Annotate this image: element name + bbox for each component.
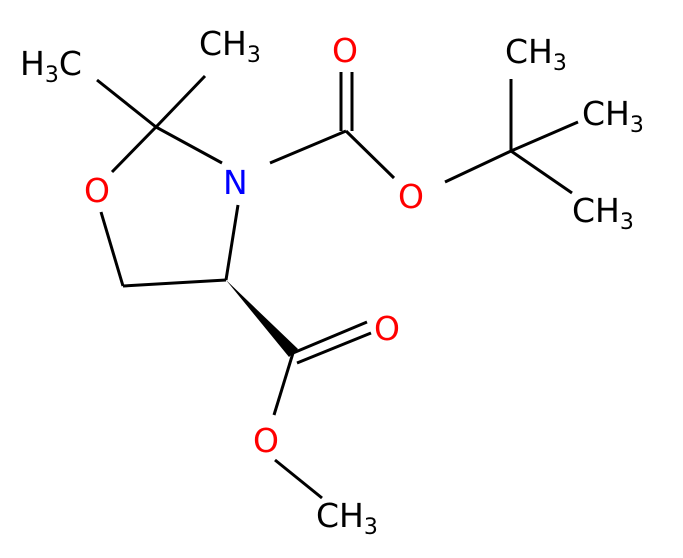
tbu-methyl-top-label: CH3 <box>505 32 567 76</box>
bond-carbamate-c-o <box>344 129 396 180</box>
bond-tbu-mid <box>510 120 579 153</box>
bond-n3-c4 <box>224 204 240 281</box>
atom-o-ester-carbonyl: O <box>374 309 400 348</box>
bond-n3-carbamate-c <box>269 129 347 165</box>
tbu-methyl-low-label: CH3 <box>572 191 634 235</box>
tbu-methyl-mid-label: CH3 <box>582 94 644 138</box>
bond-ester-c-o <box>272 352 295 416</box>
bond-ester-co-a <box>292 320 368 355</box>
ome-methyl-label: CH3 <box>316 496 378 540</box>
atom-n-ring: N <box>223 163 248 202</box>
methyl-left-label: H3C <box>20 44 82 88</box>
bond-ester-co-b <box>296 331 372 365</box>
methyl-right-label: CH3 <box>199 24 261 68</box>
bond-c2-methyl-right <box>154 74 207 129</box>
atom-o-boc-carbonyl: O <box>332 31 358 70</box>
bond-o-tbu-c <box>444 149 512 184</box>
wedge-bond-c4-ester <box>226 280 298 357</box>
bond-tbu-low <box>510 149 573 195</box>
bond-c4-c5 <box>122 278 227 288</box>
bond-o-ome <box>274 458 323 500</box>
bond-o1-c2 <box>110 125 158 174</box>
bond-c5-o1 <box>99 211 125 287</box>
bond-c2-methyl-left <box>96 78 157 129</box>
atom-o-ester-single: O <box>253 421 279 460</box>
atom-o-boc-ester: O <box>398 177 424 216</box>
bond-c2-n3 <box>155 125 223 165</box>
atom-o-ring: O <box>84 171 110 210</box>
